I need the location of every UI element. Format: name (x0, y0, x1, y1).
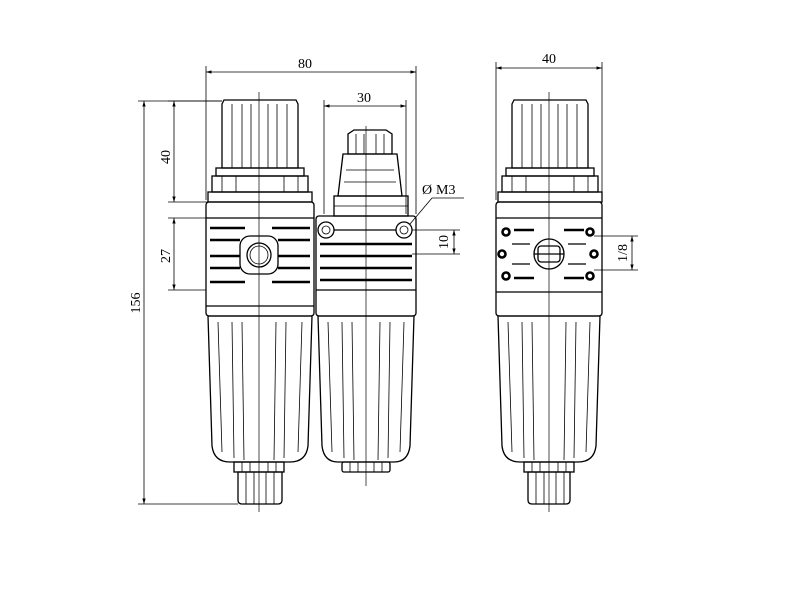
side-bowl (497, 315, 601, 463)
regulator-bowl (207, 315, 313, 463)
dimension-port-size: 1/8 (594, 235, 638, 271)
dimension-156-label: 156 (129, 293, 144, 314)
m3-diameter-symbol: Ø (422, 183, 432, 198)
dimension-40-vertical: 40 (159, 100, 222, 203)
dimension-30-label: 30 (357, 91, 371, 106)
dimension-10-label: 10 (437, 235, 452, 249)
dimension-80: 80 (205, 57, 417, 214)
dimension-m3: Ø M3 (409, 183, 464, 225)
dimension-port-size-label: 1/8 (616, 244, 631, 262)
dimension-27: 27 (159, 217, 206, 291)
side-bonnet (497, 167, 603, 203)
side-knob (511, 99, 589, 169)
m3-label: M3 (436, 183, 455, 198)
dimension-80-label: 80 (298, 57, 312, 72)
regulator-knob (221, 99, 299, 169)
dimension-40-side-label: 40 (542, 52, 556, 67)
lubricator-dome (333, 129, 409, 217)
dimension-10: 10 (412, 229, 460, 255)
regulator-bonnet (207, 167, 313, 203)
lubricator-bowl (317, 315, 415, 463)
regulator-front-view (205, 92, 315, 512)
side-view (495, 92, 603, 512)
dimension-40-side: 40 (495, 52, 603, 200)
dimension-30: 30 (323, 91, 407, 214)
lubricator-front-view (315, 126, 417, 486)
dimension-27-label: 27 (159, 249, 174, 263)
dimension-156: 156 (129, 100, 238, 505)
dimension-40-vertical-label: 40 (159, 150, 174, 164)
regulator-body (205, 201, 315, 317)
